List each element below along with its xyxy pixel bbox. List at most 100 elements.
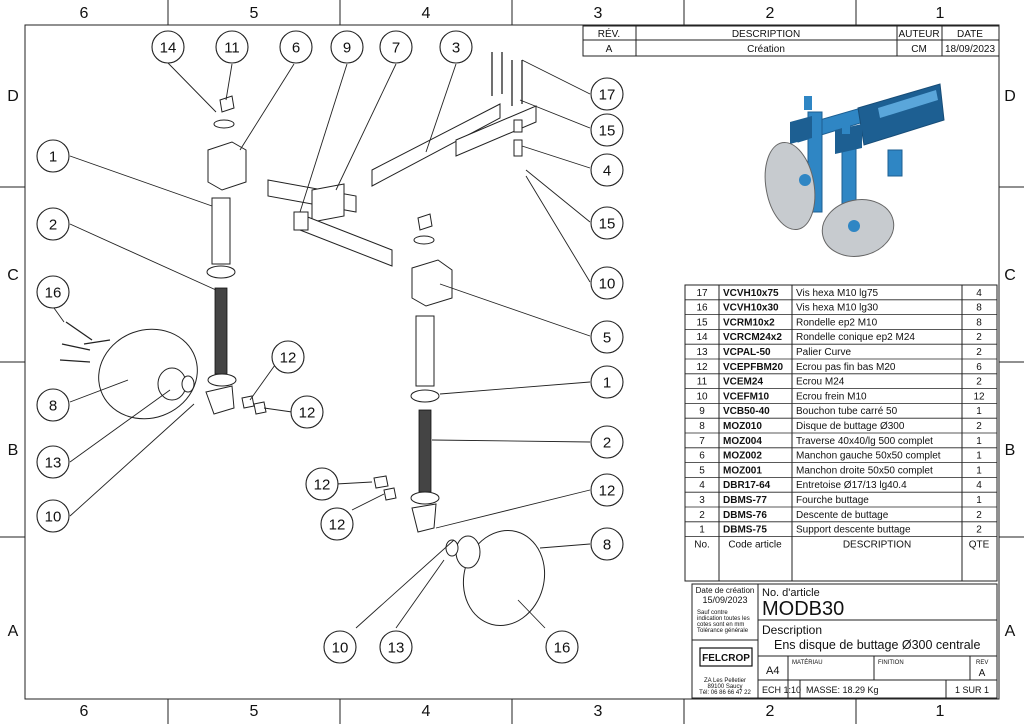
bom-cell-description: Entretoise Ø17/13 lg40.4 xyxy=(796,480,907,491)
callout-balloon-2-right: 2 xyxy=(590,425,624,459)
bom-cell-no: 11 xyxy=(697,377,708,388)
bom-cell-code: MOZ010 xyxy=(723,421,762,432)
bom-cell-code: DBMS-75 xyxy=(723,525,767,536)
bom-cell-qty: 2 xyxy=(976,421,982,432)
bom-cell-code: VCRM10x2 xyxy=(723,317,775,328)
bom-cell-code: VCEM24 xyxy=(723,377,763,388)
callout-balloon-13-right: 13 xyxy=(379,630,413,664)
callout-2-right-label: 2 xyxy=(603,435,611,452)
creation-label: Date de création xyxy=(696,586,755,595)
bom-cell-qty: 1 xyxy=(976,436,982,447)
bom-cell-no: 16 xyxy=(696,303,708,314)
bom-cell-qty: 6 xyxy=(976,362,982,373)
callout-13-right-label: 13 xyxy=(388,640,405,657)
rev-header-date: DATE xyxy=(957,29,983,40)
callout-balloon-15-top: 15 xyxy=(590,113,624,147)
bom-cell-code: VCEPFBM20 xyxy=(723,362,783,373)
bom-cell-no: 3 xyxy=(699,495,705,506)
bom-cell-description: Bouchon tube carré 50 xyxy=(796,406,898,417)
bom-cell-code: MOZ004 xyxy=(723,436,762,447)
callout-16-right-label: 16 xyxy=(554,640,571,657)
callout-1-right-label: 1 xyxy=(603,375,611,392)
finish-label: FINITION xyxy=(878,660,904,666)
note-line-1: Sauf contre xyxy=(697,610,728,616)
callout-balloon-12-side: 12 xyxy=(290,395,324,429)
bom-cell-no: 15 xyxy=(696,317,708,328)
col-label-4-bottom: 4 xyxy=(422,703,431,720)
bom-cell-qty: 2 xyxy=(976,525,982,536)
bom-cell-no: 2 xyxy=(699,510,705,521)
creation-date: 15/09/2023 xyxy=(702,595,747,605)
bom-cell-qty: QTE xyxy=(969,539,990,550)
callout-balloon-17: 17 xyxy=(590,77,624,111)
bom-cell-description: Vis hexa M10 lg75 xyxy=(796,288,879,299)
bom-cell-description: Manchon droite 50x50 complet xyxy=(796,465,933,476)
bom-cell-description: Ecrou frein M10 xyxy=(796,391,867,402)
col-label-3-bottom: 3 xyxy=(594,703,603,720)
callout-balloon-14: 14 xyxy=(151,30,185,64)
address-line-3: Tél: 06 86 66 47 22 xyxy=(699,690,751,696)
article-number: MODB30 xyxy=(762,598,844,620)
callout-7-label: 7 xyxy=(392,40,400,57)
callout-balloon-5: 5 xyxy=(590,320,624,354)
address-line-1: ZA Les Pelletier xyxy=(704,678,746,684)
article-label: No. d'article xyxy=(762,587,820,599)
bom-cell-code: VCB50-40 xyxy=(723,406,770,417)
callout-2-left-label: 2 xyxy=(49,217,57,234)
row-label-d: D xyxy=(7,88,19,105)
bom-cell-no: 8 xyxy=(699,421,705,432)
address-line-2: 89100 Saucy xyxy=(707,684,742,690)
callout-balloon-12-low: 12 xyxy=(320,507,354,541)
bom-cell-no: 14 xyxy=(696,332,708,343)
bom-cell-code: MOZ001 xyxy=(723,465,762,476)
callout-1-left-label: 1 xyxy=(49,149,57,166)
bom-cell-description: Vis hexa M10 lg30 xyxy=(796,303,879,314)
callout-12-side-label: 12 xyxy=(299,405,316,422)
row-label-b-right: B xyxy=(1005,442,1016,459)
row-label-a-right: A xyxy=(1005,623,1016,640)
bom-cell-description: Disque de buttage Ø300 xyxy=(796,421,905,432)
row-label-b: B xyxy=(8,442,19,459)
callout-balloon-12-right: 12 xyxy=(590,473,624,507)
bom-row: 8 MOZ010 Disque de buttage Ø300 2 xyxy=(699,421,982,432)
company-logo: FELCROP xyxy=(699,647,753,667)
row-label-d-right: D xyxy=(1004,88,1016,105)
material-label: MATÉRIAU xyxy=(792,659,823,666)
callout-6-label: 6 xyxy=(292,40,300,57)
bom-cell-code: VCEFM10 xyxy=(723,391,770,402)
col-label-2-bottom: 2 xyxy=(766,703,775,720)
bom-cell-qty: 2 xyxy=(976,332,982,343)
callout-10-left-label: 10 xyxy=(45,509,62,526)
col-label-6: 6 xyxy=(80,5,89,22)
bom-cell-qty: 2 xyxy=(976,347,982,358)
col-label-5: 5 xyxy=(250,5,259,22)
callout-12-right-label: 12 xyxy=(599,483,616,500)
callout-balloon-7: 7 xyxy=(379,30,413,64)
row-label-c-right: C xyxy=(1004,267,1016,284)
callout-12-low-label: 12 xyxy=(329,517,346,534)
bom-cell-description: Fourche buttage xyxy=(796,495,869,506)
rev-row-date: 18/09/2023 xyxy=(945,44,995,55)
callout-balloon-13-left: 13 xyxy=(36,445,70,479)
bom-cell-qty: 2 xyxy=(976,377,982,388)
callout-14-label: 14 xyxy=(160,40,177,57)
callout-11-label: 11 xyxy=(224,40,240,57)
bom-cell-code: MOZ002 xyxy=(723,451,762,462)
callout-15-bottom-label: 15 xyxy=(599,216,616,233)
mass-value: MASSE: 18.29 Kg xyxy=(806,685,879,695)
bom-cell-qty: 1 xyxy=(976,451,982,462)
bom-cell-qty: 4 xyxy=(976,288,982,299)
bom-cell-code: DBMS-76 xyxy=(723,510,767,521)
col-label-1: 1 xyxy=(936,5,945,22)
bom-cell-description: Descente de buttage xyxy=(796,510,889,521)
row-label-c: C xyxy=(7,267,19,284)
bom-cell-code: DBR17-64 xyxy=(723,480,771,491)
